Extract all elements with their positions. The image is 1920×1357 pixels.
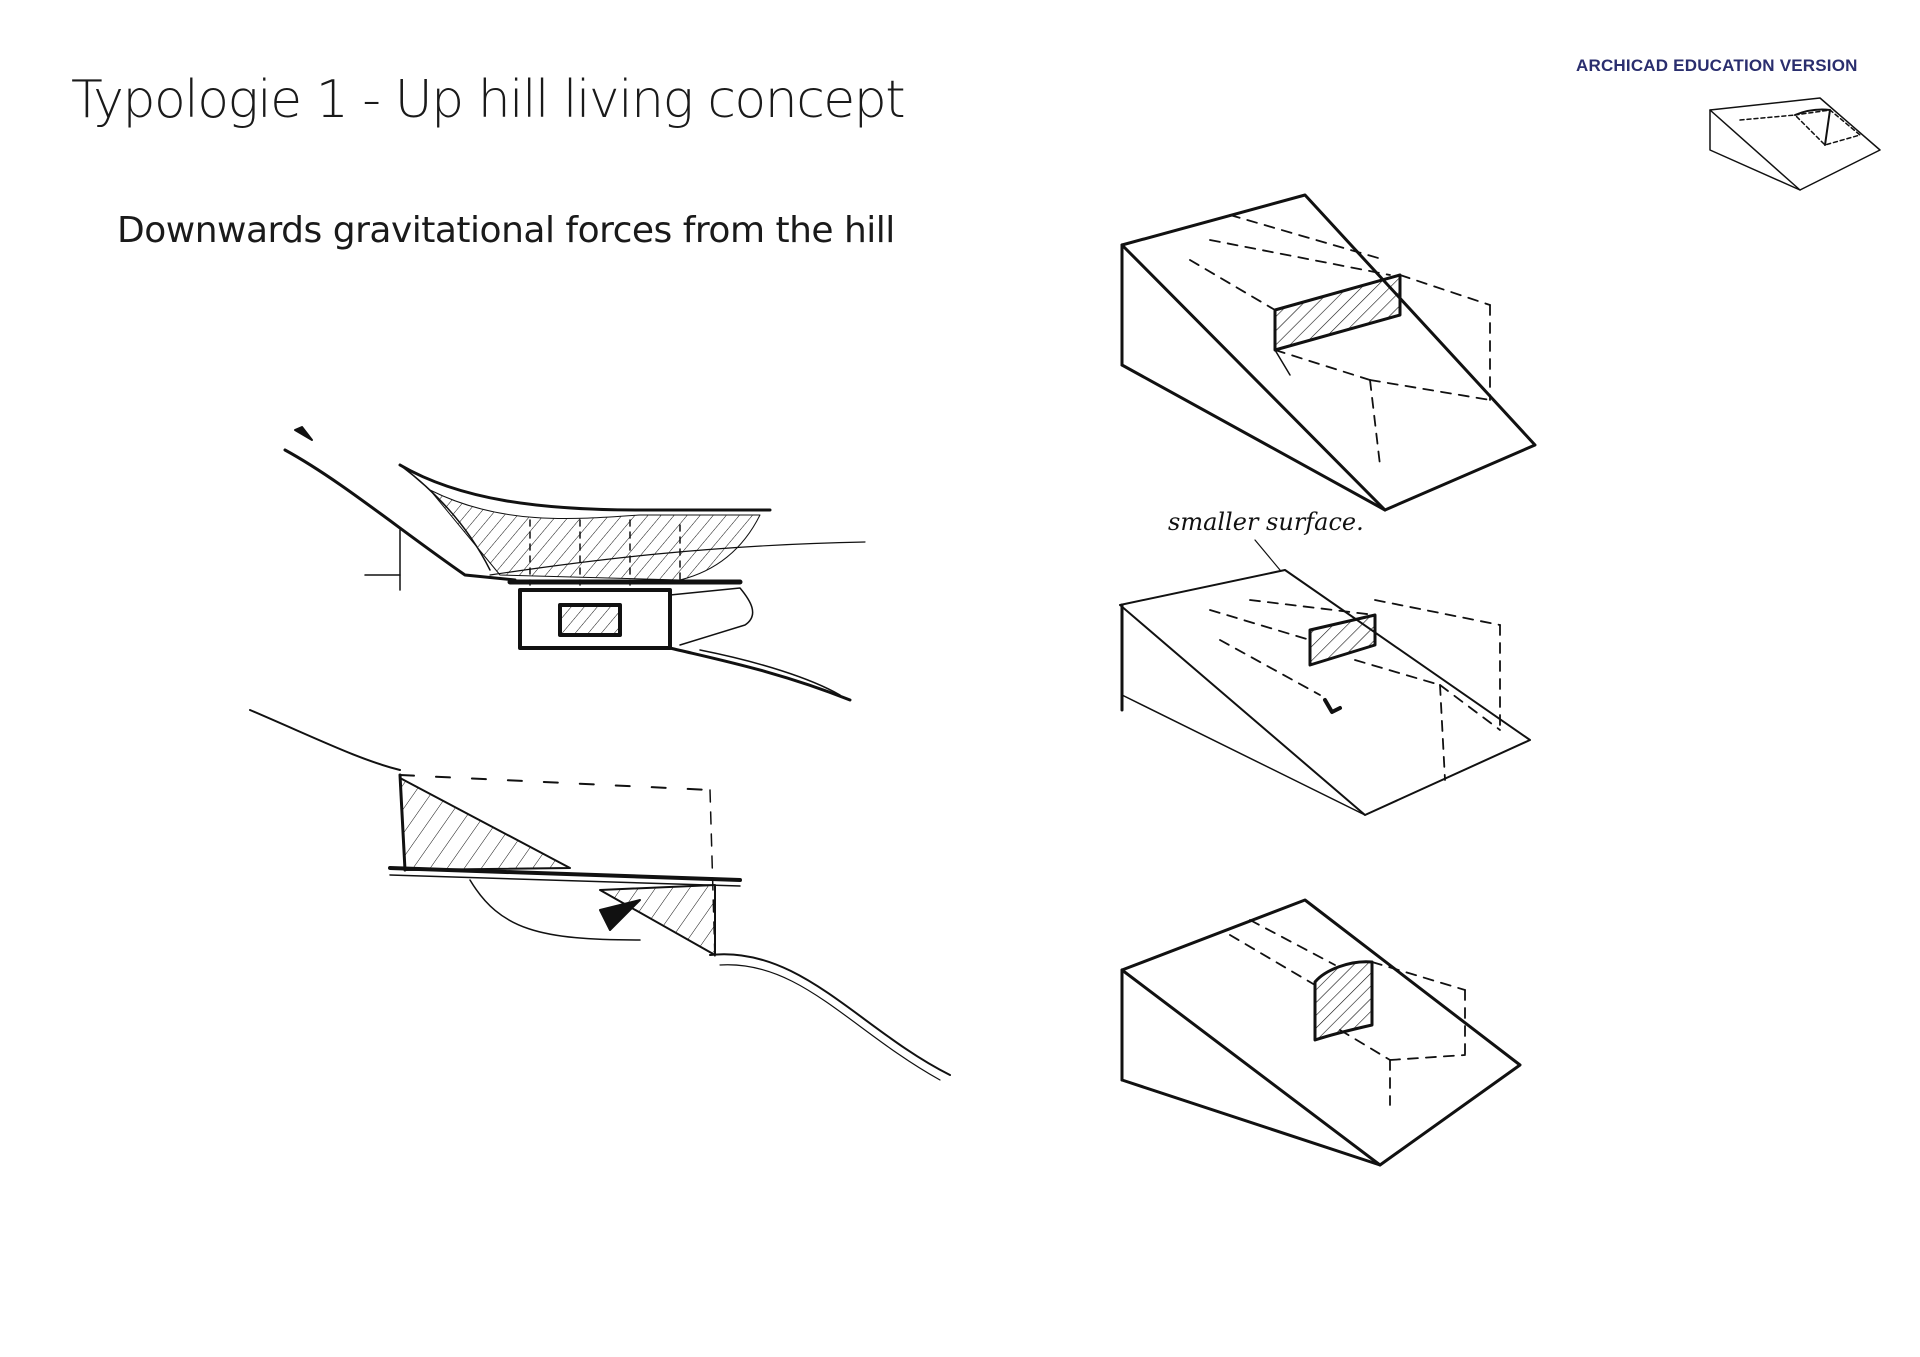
slope-block-sketch-1 [1110, 185, 1550, 525]
section-sketch-lower [240, 700, 960, 1100]
page-title: Typologie 1 - Up hill living concept [71, 70, 904, 130]
thumbnail-sketch [1700, 90, 1890, 200]
section-sketch-upper [240, 410, 880, 710]
smaller-surface-note: smaller surface. [1168, 508, 1364, 536]
page-subtitle: Downwards gravitational forces from the … [117, 210, 895, 251]
slope-block-sketch-3 [1110, 890, 1550, 1190]
archicad-watermark: ARCHICAD EDUCATION VERSION [1576, 56, 1858, 76]
slope-block-sketch-2: smaller surface. [1100, 490, 1560, 830]
